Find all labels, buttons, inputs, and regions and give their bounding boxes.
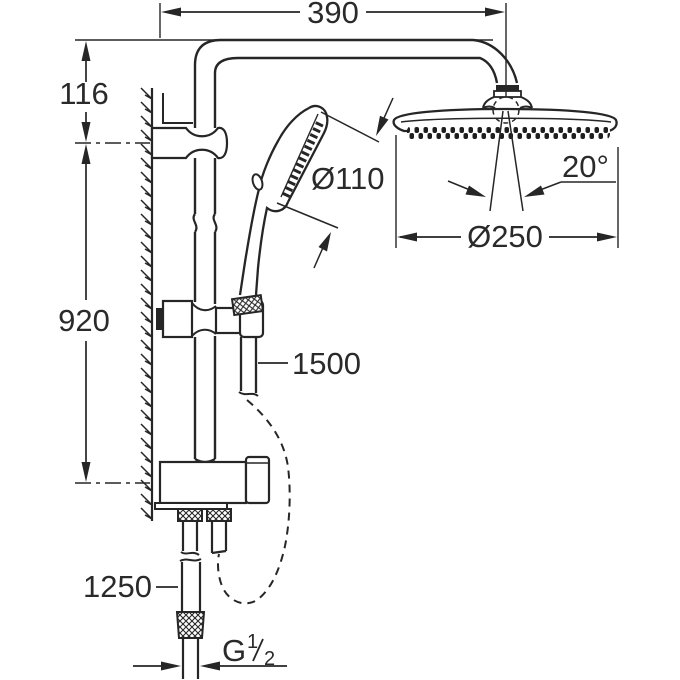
thread-fraction-slash bbox=[252, 638, 264, 662]
handle-knurled-end bbox=[230, 293, 265, 317]
dim-250-extension-lines bbox=[395, 135, 619, 248]
union-end-box bbox=[244, 455, 271, 505]
dim-110-arrow-top bbox=[376, 115, 389, 136]
ball-joint-nut bbox=[493, 90, 522, 98]
tube-break-symbol bbox=[192, 213, 218, 233]
hose-mid-section bbox=[180, 562, 202, 612]
hose-dashed-loop bbox=[217, 399, 291, 605]
left-coupling-nut bbox=[177, 508, 203, 522]
bracket-arm bbox=[150, 126, 229, 160]
hose-upper-pipe bbox=[181, 521, 199, 551]
dim-250-arrow-left bbox=[397, 232, 417, 242]
hose-break-waves bbox=[179, 551, 202, 562]
hand-shower-nozzle-face bbox=[281, 121, 324, 199]
dimensions: 390 116 920 Ø110 bbox=[58, 0, 619, 671]
thread-label-numerator: 1 bbox=[247, 631, 258, 653]
dim-920-arrow-down bbox=[81, 462, 91, 482]
dim-116: 116 bbox=[59, 41, 150, 144]
disc-nozzle-band bbox=[407, 125, 610, 140]
dim-116-label: 116 bbox=[59, 76, 108, 111]
dim-920: 920 bbox=[58, 144, 150, 484]
hose-solid-section bbox=[239, 337, 258, 393]
hose-lower-section bbox=[181, 638, 200, 679]
rail-tube bbox=[193, 158, 217, 459]
dim-390-label: 390 bbox=[307, 0, 359, 30]
shower-hose bbox=[217, 337, 291, 605]
connection-hose bbox=[175, 521, 206, 679]
disc-rim-line bbox=[400, 117, 612, 123]
holder-saddle-curves bbox=[191, 302, 217, 337]
right-coupling-nut bbox=[206, 508, 232, 522]
union-body bbox=[158, 460, 248, 505]
wall-hatching bbox=[140, 87, 153, 520]
gooseneck-outer-line bbox=[193, 38, 519, 128]
hand-shower-left-outline bbox=[238, 106, 310, 296]
hand-shower-face-edge bbox=[286, 104, 329, 203]
dim-dia250: Ø250 bbox=[395, 135, 619, 254]
hand-shower bbox=[238, 104, 329, 296]
dim-1500: 1500 bbox=[258, 346, 361, 381]
spray-angle-lines bbox=[489, 110, 524, 212]
dim-1500-label: 1500 bbox=[292, 346, 361, 381]
dim-116-arrow-up bbox=[81, 41, 91, 61]
hand-shower-holder bbox=[156, 293, 265, 339]
thread-arrow-left bbox=[161, 661, 181, 671]
escutcheon-bell bbox=[482, 96, 533, 109]
holder-left-block bbox=[161, 299, 194, 339]
dim-250-arrow-right bbox=[597, 232, 617, 242]
dim-390-extension-lines bbox=[159, 3, 507, 97]
wall-section bbox=[140, 87, 154, 521]
dim-390: 390 bbox=[159, 0, 507, 97]
hand-shower-face-inner-line bbox=[280, 113, 319, 198]
dim-1250: 1250 bbox=[83, 569, 178, 604]
dim-110-label: Ø110 bbox=[311, 161, 385, 196]
dim-920-arrow-up bbox=[81, 144, 91, 164]
dim-1250-label: 1250 bbox=[83, 569, 152, 604]
head-shower bbox=[392, 85, 618, 140]
dim-thread-g12: G 1 2 bbox=[133, 631, 287, 671]
spray-button bbox=[251, 173, 264, 191]
gooseneck-inner-line bbox=[213, 56, 499, 128]
angle-arrow-right bbox=[524, 185, 545, 197]
dim-110-tangent-lines bbox=[276, 111, 380, 229]
hose-break-wave bbox=[238, 391, 259, 397]
bottom-wall-union bbox=[154, 455, 271, 555]
top-wall-bracket bbox=[150, 93, 229, 160]
right-connector-stub bbox=[210, 521, 228, 555]
dim-dia110: Ø110 bbox=[276, 97, 394, 269]
thread-label-denominator: 2 bbox=[264, 648, 275, 670]
hand-shower-handle bbox=[254, 201, 290, 296]
dim-116-arrow-down bbox=[81, 122, 91, 142]
dim-390-arrow-right bbox=[485, 7, 505, 17]
dim-110-arrow-bottom bbox=[318, 232, 331, 252]
dim-angle-20: 20° bbox=[447, 110, 616, 212]
dim-390-arrow-left bbox=[161, 7, 181, 17]
thread-label-g: G bbox=[222, 633, 246, 668]
hose-knurled-coupling bbox=[175, 611, 206, 639]
dim-250-label: Ø250 bbox=[467, 219, 543, 254]
holder-wall-pad bbox=[156, 308, 163, 330]
dim-920-label: 920 bbox=[58, 303, 110, 338]
angle-label: 20° bbox=[562, 149, 609, 184]
angle-leader-lines bbox=[447, 180, 616, 191]
ball-joint-band bbox=[496, 85, 519, 91]
bracket-step bbox=[162, 93, 193, 124]
thread-arrow-right bbox=[200, 661, 220, 671]
angle-arrow-left bbox=[465, 185, 486, 197]
swivel-joint-dashed-circle bbox=[492, 96, 520, 124]
